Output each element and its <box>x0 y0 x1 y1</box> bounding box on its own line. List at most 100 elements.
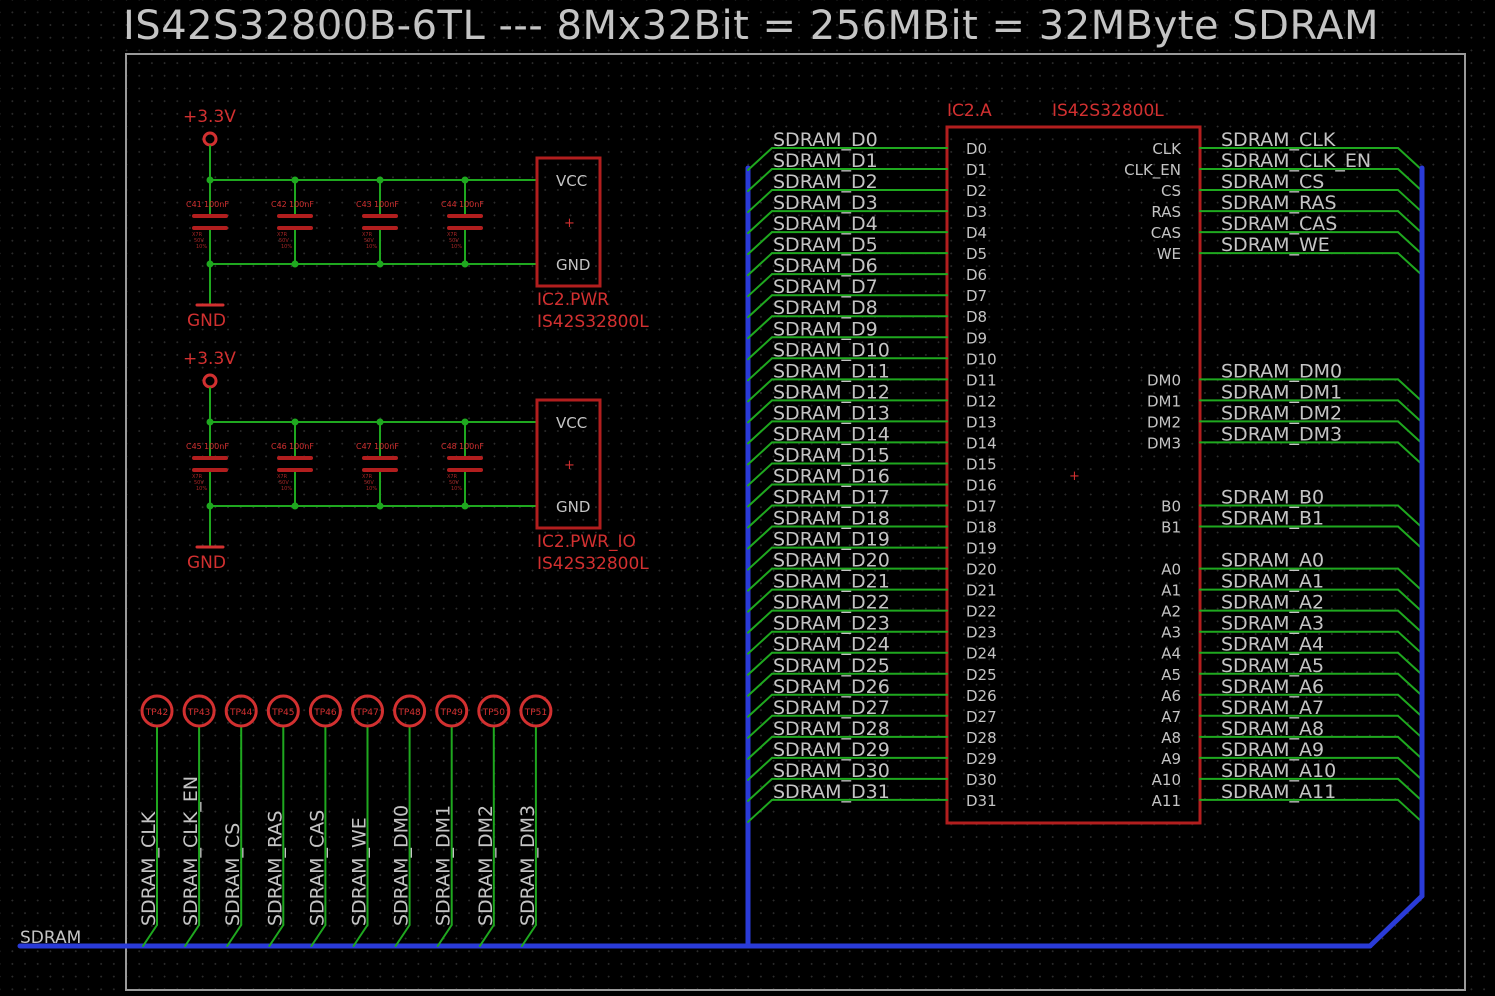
net-label-right: SDRAM_A0 <box>1221 550 1324 572</box>
bus-entry <box>747 210 773 235</box>
pin-label-d18: D18 <box>966 519 997 537</box>
net-label-data: SDRAM_D21 <box>773 571 890 593</box>
pin-label-d25: D25 <box>966 666 997 684</box>
net-label-right: SDRAM_A3 <box>1221 613 1324 635</box>
bus-entry <box>747 777 773 802</box>
origin-cross: + <box>564 216 575 231</box>
cap-rating: 10% <box>366 244 377 250</box>
testpoint-ref: TP50 <box>482 708 506 718</box>
cap-value: 100nF <box>289 442 314 451</box>
cap-rating: 50V <box>449 480 459 486</box>
bus-entry <box>747 504 773 529</box>
net-label-right: SDRAM_CLK <box>1221 129 1336 151</box>
testpoint-symbol <box>435 694 469 728</box>
cap-ref: C46 <box>271 442 287 451</box>
bus-entry <box>747 399 773 424</box>
ground-label: GND <box>187 553 226 573</box>
cap-rating: 10% <box>451 486 462 492</box>
pin-label-d28: D28 <box>966 729 997 747</box>
pin-label-d1: D1 <box>966 161 987 179</box>
pin-label-dm2: DM2 <box>1147 413 1181 431</box>
bus-entry <box>1397 252 1423 277</box>
bus-entry <box>1397 693 1423 718</box>
pin-label-d26: D26 <box>966 687 997 705</box>
testpoint-net-label: SDRAM_CLK_EN <box>180 776 202 926</box>
bus-entry <box>1397 651 1423 676</box>
pin-label-d15: D15 <box>966 455 997 473</box>
cap-rating: 50V <box>279 480 289 486</box>
net-label-right: SDRAM_WE <box>1221 234 1330 256</box>
pin-label-d23: D23 <box>966 624 997 642</box>
bus-name-label: SDRAM <box>20 928 81 948</box>
pin-label-dm1: DM1 <box>1147 392 1181 410</box>
bus-entry <box>436 924 453 947</box>
bus-entry <box>747 336 773 361</box>
cap-value: 100nF <box>204 200 229 209</box>
net-label-data: SDRAM_D7 <box>773 276 878 298</box>
net-label-data: SDRAM_D8 <box>773 297 878 319</box>
pin-vcc-label: VCC <box>556 414 587 432</box>
bus-entry <box>1397 441 1423 466</box>
bus-entry <box>1397 714 1423 739</box>
testpoint-net-label: SDRAM_RAS <box>264 810 286 926</box>
power-unit-box <box>535 156 602 288</box>
pin-label-b0: B0 <box>1161 498 1181 516</box>
bus-entry <box>747 315 773 340</box>
pin-label-d12: D12 <box>966 392 997 410</box>
pin-vcc-label: VCC <box>556 172 587 190</box>
pin-label-d13: D13 <box>966 413 997 431</box>
testpoint-symbol <box>224 694 258 728</box>
testpoint-symbol <box>477 694 511 728</box>
cap-rating: 50V <box>364 238 374 244</box>
bus-entry <box>1397 588 1423 613</box>
supply-symbol <box>202 373 218 389</box>
pin-label-d24: D24 <box>966 645 997 663</box>
testpoint-ref: TP45 <box>271 708 294 718</box>
net-label-data: SDRAM_D17 <box>773 487 890 509</box>
cap-rating: 10% <box>366 486 377 492</box>
bus-entry <box>747 546 773 571</box>
net-label-right: SDRAM_A11 <box>1221 781 1336 803</box>
net-label-right: SDRAM_A1 <box>1221 571 1324 593</box>
net-label-right: SDRAM_RAS <box>1221 192 1337 214</box>
cap-ref: C42 <box>271 200 287 209</box>
pin-label-d5: D5 <box>966 245 987 263</box>
cap-value: 100nF <box>204 442 229 451</box>
pin-gnd-label: GND <box>556 256 590 274</box>
net-label-right: SDRAM_B0 <box>1221 487 1324 509</box>
bus-entry <box>1397 567 1423 592</box>
cap-rating: 10% <box>281 486 292 492</box>
cap-rating: 50V <box>194 480 204 486</box>
cap-value: 100nF <box>459 442 484 451</box>
testpoint-symbol <box>519 694 553 728</box>
pin-label-d22: D22 <box>966 603 997 621</box>
bus-entry <box>1397 210 1423 235</box>
cap-ref: C47 <box>356 442 372 451</box>
bus-entry <box>747 441 773 466</box>
power-unit-name: IC2.PWR <box>537 290 609 310</box>
net-label-data: SDRAM_D31 <box>773 781 890 803</box>
bus-entry <box>226 924 243 947</box>
bus-entry <box>747 420 773 445</box>
net-label-right: SDRAM_A8 <box>1221 718 1324 740</box>
pin-label-d6: D6 <box>966 266 987 284</box>
cap-rating: 50V <box>449 238 459 244</box>
cap-rating: 50V <box>279 238 289 244</box>
bus-entry <box>1397 525 1423 550</box>
net-label-data: SDRAM_D15 <box>773 444 890 466</box>
pin-label-we: WE <box>1157 245 1181 263</box>
net-label-right: SDRAM_B1 <box>1221 508 1324 530</box>
net-label-right: SDRAM_A10 <box>1221 760 1336 782</box>
bus-entry <box>747 147 773 171</box>
bus-entry <box>747 294 773 319</box>
pin-label-clk: CLK <box>1152 140 1182 158</box>
bus-entry <box>1397 798 1423 823</box>
power-unit-box <box>535 398 602 530</box>
net-label-data: SDRAM_D26 <box>773 676 890 698</box>
net-label-data: SDRAM_D29 <box>773 739 890 761</box>
main-ic-value: IS42S32800L <box>1052 101 1164 121</box>
cap-rating: 50V <box>194 238 204 244</box>
bus-entry <box>747 168 773 193</box>
bus-entry <box>1397 777 1423 802</box>
testpoint-ref: TP49 <box>440 708 464 718</box>
